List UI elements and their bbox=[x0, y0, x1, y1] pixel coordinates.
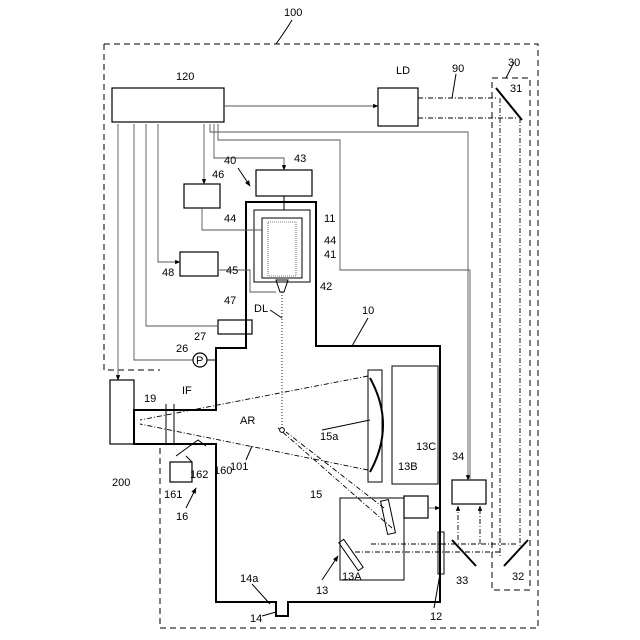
label-26: 26 bbox=[176, 343, 188, 355]
label-19: 19 bbox=[144, 393, 156, 405]
label-13a: 13A bbox=[342, 571, 362, 583]
leader-90 bbox=[452, 74, 456, 98]
label-48: 48 bbox=[162, 267, 174, 279]
wire-120-48 bbox=[158, 124, 180, 262]
component-46-box bbox=[184, 184, 220, 208]
wire-120-27 bbox=[146, 124, 218, 326]
target-collector-160 bbox=[176, 440, 206, 456]
label-11: 11 bbox=[324, 213, 335, 225]
label-27: 27 bbox=[194, 331, 206, 343]
label-46: 46 bbox=[212, 169, 224, 181]
label-14a: 14a bbox=[240, 573, 259, 585]
label-160: 160 bbox=[214, 465, 232, 477]
collector-pipe bbox=[186, 456, 192, 462]
leader-15a bbox=[322, 420, 370, 430]
component-43-box bbox=[256, 170, 312, 196]
laser-beam-to-ar bbox=[286, 432, 384, 508]
leader-dl bbox=[270, 310, 282, 318]
label-45: 45 bbox=[226, 265, 238, 277]
label-200: 200 bbox=[112, 477, 130, 489]
label-101: 101 bbox=[230, 461, 248, 473]
device-200-box bbox=[110, 380, 134, 444]
wire-120-26 bbox=[134, 124, 196, 360]
leader-40 bbox=[238, 168, 250, 186]
label-14: 14 bbox=[250, 613, 262, 625]
laser-diode-box bbox=[378, 88, 418, 126]
component-34-box bbox=[452, 480, 486, 504]
label-44a: 44 bbox=[224, 213, 236, 225]
label-15: 15 bbox=[310, 489, 322, 501]
label-ar: AR bbox=[240, 415, 255, 427]
mirror-13A bbox=[339, 539, 363, 570]
label-13b: 13B bbox=[398, 461, 418, 473]
label-33: 33 bbox=[456, 575, 468, 587]
label-16: 16 bbox=[176, 511, 188, 523]
label-10: 10 bbox=[362, 305, 374, 317]
label-p: P bbox=[196, 355, 203, 367]
plasma-point-ar bbox=[280, 428, 285, 433]
label-13: 13 bbox=[316, 585, 328, 597]
label-161: 161 bbox=[164, 489, 182, 501]
label-100: 100 bbox=[284, 7, 302, 19]
controller-120-box bbox=[112, 88, 224, 122]
optical-unit-30-boundary bbox=[492, 78, 530, 590]
leader-101 bbox=[246, 446, 252, 460]
label-43: 43 bbox=[294, 153, 306, 165]
label-dl: DL bbox=[254, 303, 268, 315]
component-48-box bbox=[180, 252, 218, 276]
label-162: 162 bbox=[190, 469, 208, 481]
label-40: 40 bbox=[224, 155, 236, 167]
leader-10 bbox=[352, 318, 368, 346]
label-15a: 15a bbox=[320, 431, 339, 443]
label-if: IF bbox=[182, 385, 192, 397]
label-ld: LD bbox=[396, 65, 410, 77]
label-44b: 44 bbox=[324, 235, 336, 247]
label-41: 41 bbox=[324, 249, 336, 261]
mirror-13B bbox=[381, 500, 396, 535]
collector-mirror-15 bbox=[370, 378, 383, 472]
label-31: 31 bbox=[510, 83, 522, 95]
label-30: 30 bbox=[508, 57, 520, 69]
label-34: 34 bbox=[452, 451, 464, 463]
label-13c: 13C bbox=[416, 441, 436, 453]
label-12: 12 bbox=[430, 611, 442, 623]
label-47: 47 bbox=[224, 295, 236, 307]
label-42: 42 bbox=[320, 281, 332, 293]
leader-100 bbox=[276, 20, 292, 44]
laser-beam-to-ar-2 bbox=[278, 428, 392, 528]
component-161-box bbox=[170, 462, 192, 482]
label-120: 120 bbox=[176, 71, 194, 83]
focusing-unit-13 bbox=[340, 498, 404, 580]
leader-16 bbox=[186, 488, 196, 508]
label-90: 90 bbox=[452, 63, 464, 75]
component-13C-box bbox=[404, 496, 428, 518]
leader-13 bbox=[322, 556, 338, 580]
label-32: 32 bbox=[512, 571, 524, 583]
target-fill bbox=[268, 222, 296, 276]
leader-14 bbox=[262, 612, 276, 616]
